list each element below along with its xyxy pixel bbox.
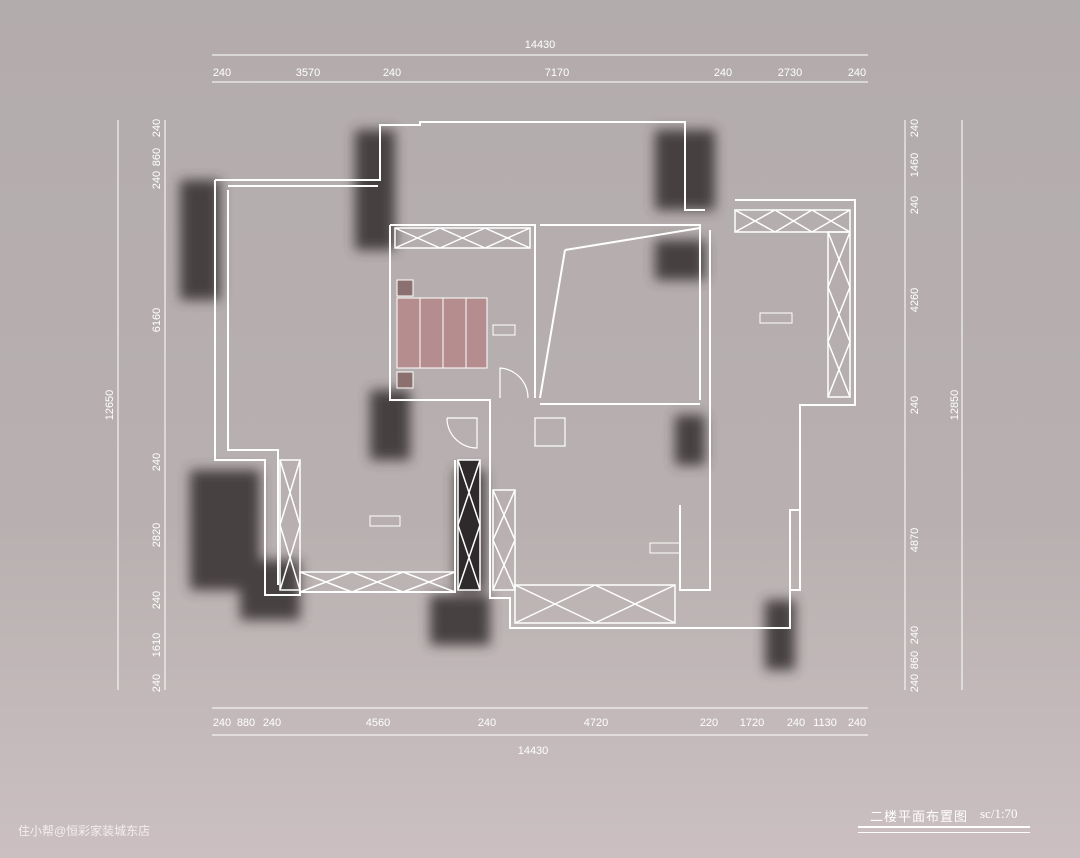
dimension-bottom: 240 [478, 717, 496, 729]
bed [396, 279, 488, 389]
dimension-bottom: 240 [787, 717, 805, 729]
dimension-left: 240 [151, 591, 163, 609]
dimension-top: 2730 [778, 67, 802, 79]
dimension-left: 240 [151, 171, 163, 189]
dimension-bottom: 240 [848, 717, 866, 729]
dimension-right: 4870 [909, 528, 921, 552]
room-labels [369, 312, 793, 554]
dimension-bottom: 240 [213, 717, 231, 729]
dimension-left: 6160 [151, 308, 163, 332]
dimension-right: 240 [909, 396, 921, 414]
dimension-left: 1610 [151, 633, 163, 657]
dimension-right: 240 [909, 674, 921, 692]
dimension-left: 860 [151, 148, 163, 166]
dimension-left: 240 [151, 453, 163, 471]
title-underline [858, 826, 1030, 833]
drawing-scale: sc/1:70 [980, 806, 1018, 821]
dimension-top: 240 [383, 67, 401, 79]
dimension-top: 240 [714, 67, 732, 79]
dimension-bottom: 880 [237, 717, 255, 729]
dimension-top: 7170 [545, 67, 569, 79]
dimension-right-total: 12850 [949, 390, 961, 421]
watermark: 住小帮@恒彩家装城东店 [18, 824, 151, 838]
dimension-labels: 240 3570 240 7170 240 2730 240 14430 240 880 240 45… [104, 39, 961, 757]
dimension-left: 2820 [151, 523, 163, 547]
dimension-left: 240 [151, 119, 163, 137]
wardrobes [279, 209, 851, 624]
dimension-top: 240 [848, 67, 866, 79]
drawing-title: 二楼平面布置图 [870, 809, 969, 824]
dimension-right: 860 [909, 651, 921, 669]
dimension-right: 240 [909, 119, 921, 137]
dimension-bottom: 4560 [366, 717, 390, 729]
dimension-bottom: 220 [700, 717, 718, 729]
dimension-lines [117, 54, 963, 736]
dimension-right: 1460 [909, 153, 921, 177]
dimension-top: 3570 [296, 67, 320, 79]
dimension-left-total: 12650 [104, 390, 116, 421]
dimension-right: 4260 [909, 288, 921, 312]
dimension-bottom: 240 [263, 717, 281, 729]
dimension-left: 240 [151, 674, 163, 692]
walls [214, 121, 856, 629]
dimension-right: 240 [909, 196, 921, 214]
dimension-bottom: 1130 [813, 717, 837, 729]
dimension-top-total: 14430 [525, 39, 556, 51]
dimension-bottom: 4720 [584, 717, 608, 729]
dimension-bottom-total: 14430 [518, 745, 549, 757]
doors [446, 367, 566, 449]
dimension-right: 240 [909, 626, 921, 644]
dimension-top: 240 [213, 67, 231, 79]
dimension-bottom: 1720 [740, 717, 764, 729]
